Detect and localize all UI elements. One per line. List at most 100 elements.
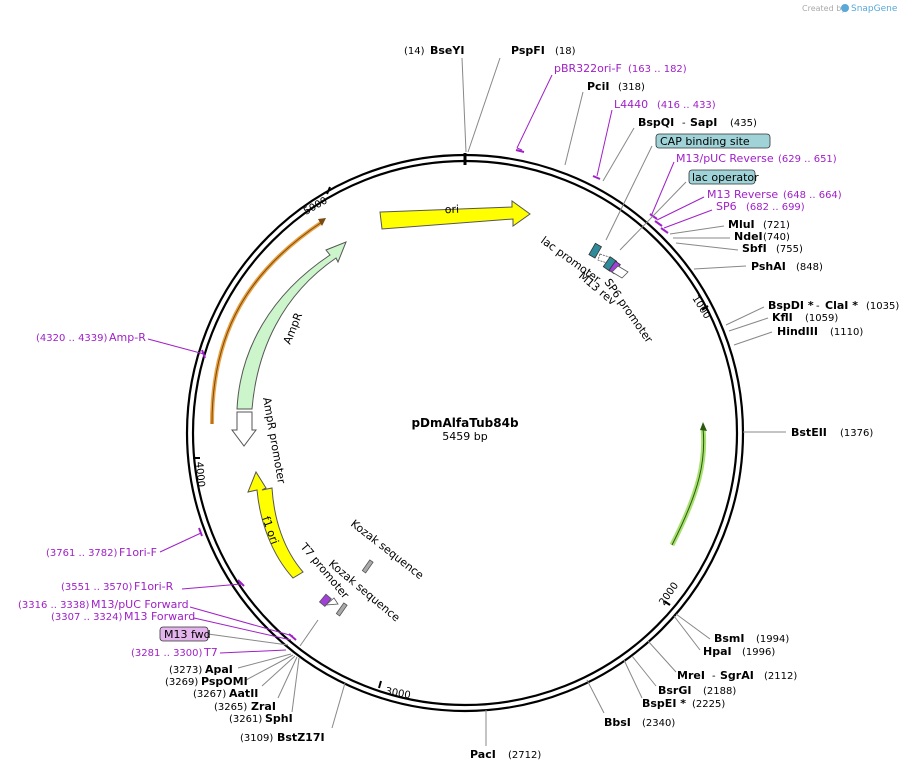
svg-text:MreI: MreI <box>677 669 705 682</box>
svg-text:(3551 .. 3570): (3551 .. 3570) <box>61 582 133 593</box>
svg-text:AatII: AatII <box>229 687 258 700</box>
enzyme-mrei-sgrai[interactable]: MreI - SgrAI (2112) <box>647 640 797 682</box>
enzyme-pcii[interactable]: PciI (318) <box>564 80 645 166</box>
svg-text:BseYI: BseYI <box>430 44 464 57</box>
credit-prefix: Created by <box>802 4 846 13</box>
svg-text:(1059): (1059) <box>805 313 838 324</box>
enzyme-bsrgi[interactable]: BsrGI (2188) <box>631 655 736 697</box>
primer-m13-reverse[interactable]: M13 Reverse (648 .. 664) <box>654 188 842 227</box>
tick-4000: 4000 <box>193 461 206 487</box>
kozak-label-1: Kozak sequence <box>348 517 426 582</box>
svg-text:SbfI: SbfI <box>742 242 767 255</box>
enzyme-sbfi[interactable]: SbfI (755) <box>675 242 803 255</box>
lac-operator-box[interactable]: lac operator <box>619 169 759 251</box>
primer-l4440[interactable]: L4440 (416 .. 433) <box>592 98 716 180</box>
svg-text:M13/pUC Forward: M13/pUC Forward <box>91 598 189 611</box>
svg-text:(435): (435) <box>730 118 757 129</box>
svg-text:SapI: SapI <box>690 116 717 129</box>
svg-text:BstEII: BstEII <box>791 426 827 439</box>
svg-text:HindIII: HindIII <box>777 325 818 338</box>
plasmid-size: 5459 bp <box>442 430 487 443</box>
primer-m13-puc-forward[interactable]: (3316 .. 3338) M13/pUC Forward <box>18 598 297 641</box>
kozak-mark-2 <box>335 602 348 617</box>
enzyme-bbsi[interactable]: BbsI (2340) <box>586 679 675 729</box>
enzyme-pspomi[interactable]: (3269) PspOMI <box>165 654 294 688</box>
ori-label: ori <box>444 203 459 216</box>
enzyme-hpai[interactable]: HpaI (1996) <box>673 615 775 658</box>
svg-text:lac operator: lac operator <box>692 171 759 184</box>
primer-f1ori-r[interactable]: (3551 .. 3570) F1ori-R <box>61 579 245 593</box>
enzyme-zrai[interactable]: (3265) ZraI <box>214 656 298 713</box>
svg-text:PspFI: PspFI <box>511 44 545 57</box>
enzyme-bstEII[interactable]: BstEII (1376) <box>743 426 873 439</box>
primer-m13-puc-reverse[interactable]: M13/pUC Reverse (629 .. 651) <box>649 152 837 220</box>
svg-text:(3265): (3265) <box>214 702 247 713</box>
svg-text:(2188): (2188) <box>703 686 736 697</box>
svg-text:BsrGI: BsrGI <box>658 684 691 697</box>
primer-amp-r[interactable]: (4320 .. 4339) Amp-R <box>36 331 206 359</box>
svg-text:ApaI: ApaI <box>205 663 233 676</box>
enzyme-bspdi-clai[interactable]: BspDI * - ClaI * (1035) <box>725 299 899 326</box>
svg-text:(3307 .. 3324): (3307 .. 3324) <box>51 612 123 623</box>
primer-pbr322ori-f[interactable]: pBR322ori-F (163 .. 182) <box>515 62 687 153</box>
svg-text:M13 Forward: M13 Forward <box>124 610 195 623</box>
enzyme-bstz17i[interactable]: (3109) BstZ17I <box>240 682 346 744</box>
svg-text:(4320 .. 4339): (4320 .. 4339) <box>36 333 108 344</box>
svg-text:(3261): (3261) <box>229 714 262 725</box>
svg-text:ClaI *: ClaI * <box>825 299 858 312</box>
svg-text:(3109): (3109) <box>240 733 273 744</box>
ampr-promoter-label: AmpR promoter <box>260 396 288 485</box>
svg-text:BbsI: BbsI <box>604 716 631 729</box>
svg-text:PacI: PacI <box>470 748 496 761</box>
svg-text:(3273): (3273) <box>169 665 202 676</box>
f1-ori-arrow[interactable] <box>247 470 304 579</box>
svg-text:(2712): (2712) <box>508 750 541 761</box>
cap-binding-site-box[interactable]: CAP binding site <box>605 133 771 241</box>
svg-text:(18): (18) <box>555 46 576 57</box>
enzyme-ndei[interactable]: NdeI (740) <box>673 230 790 243</box>
enzyme-bspqi-sapi[interactable]: BspQI - SapI (435) <box>602 116 757 182</box>
enzyme-bsmi[interactable]: BsmI (1994) <box>675 613 789 645</box>
ampr-arrow[interactable] <box>236 241 347 410</box>
svg-text:(3761 .. 3782): (3761 .. 3782) <box>46 548 118 559</box>
primer-m13-forward[interactable]: (3307 .. 3324) M13 Forward <box>51 610 292 641</box>
primer-f1ori-f[interactable]: (3761 .. 3782) F1ori-F <box>46 527 203 559</box>
enzyme-paci[interactable]: PacI (2712) <box>470 710 541 761</box>
svg-text:BspEI *: BspEI * <box>642 697 686 710</box>
svg-text:(318): (318) <box>618 82 645 93</box>
t7-promoter-arrow <box>324 597 339 606</box>
enzyme-kfli[interactable]: KflI (1059) <box>728 311 838 332</box>
tick-3000: 3000 <box>384 686 411 701</box>
svg-text:(1994): (1994) <box>756 634 789 645</box>
snapgene-logo-icon <box>841 4 849 12</box>
enzyme-sphi[interactable]: (3261) SphI <box>229 657 300 725</box>
m13-fwd-box[interactable]: M13 fwd <box>159 626 289 646</box>
ori-arrow[interactable] <box>379 200 531 230</box>
svg-text:SgrAI: SgrAI <box>720 669 754 682</box>
credit-brand: SnapGene <box>851 4 898 14</box>
enzyme-pspfi[interactable]: PspFI (18) <box>467 44 576 153</box>
ampr-promoter-arrow[interactable] <box>231 411 257 447</box>
enzyme-bspei[interactable]: BspEI * (2225) <box>623 659 725 710</box>
enzyme-pshai[interactable]: PshAI (848) <box>693 260 823 273</box>
svg-text:HpaI: HpaI <box>703 645 732 658</box>
cap-site-mark <box>588 242 603 259</box>
enzyme-hindiii[interactable]: HindIII (1110) <box>733 325 863 346</box>
sp6-promoter-arrow[interactable] <box>611 265 629 279</box>
enzyme-mlui[interactable]: MluI (721) <box>669 218 790 235</box>
t7-promoter-box[interactable] <box>318 593 332 607</box>
svg-text:CAP binding site: CAP binding site <box>660 135 750 148</box>
primer-t7[interactable]: (3281 .. 3300) T7 <box>131 646 287 659</box>
primer-sp6[interactable]: SP6 (682 .. 699) <box>660 200 805 234</box>
enzyme-apai[interactable]: (3273) ApaI <box>169 653 292 676</box>
enzyme-bseyi[interactable]: (14) BseYI <box>404 44 467 153</box>
svg-text:Amp-R: Amp-R <box>109 331 146 344</box>
svg-text:(629 .. 651): (629 .. 651) <box>778 154 837 165</box>
svg-text:(2340): (2340) <box>642 718 675 729</box>
svg-text:BspQI: BspQI <box>638 116 674 129</box>
svg-text:(1376): (1376) <box>840 428 873 439</box>
svg-text:(848): (848) <box>796 262 823 273</box>
svg-text:NdeI: NdeI <box>734 230 763 243</box>
enzyme-aatii[interactable]: (3267) AatII <box>193 655 296 700</box>
